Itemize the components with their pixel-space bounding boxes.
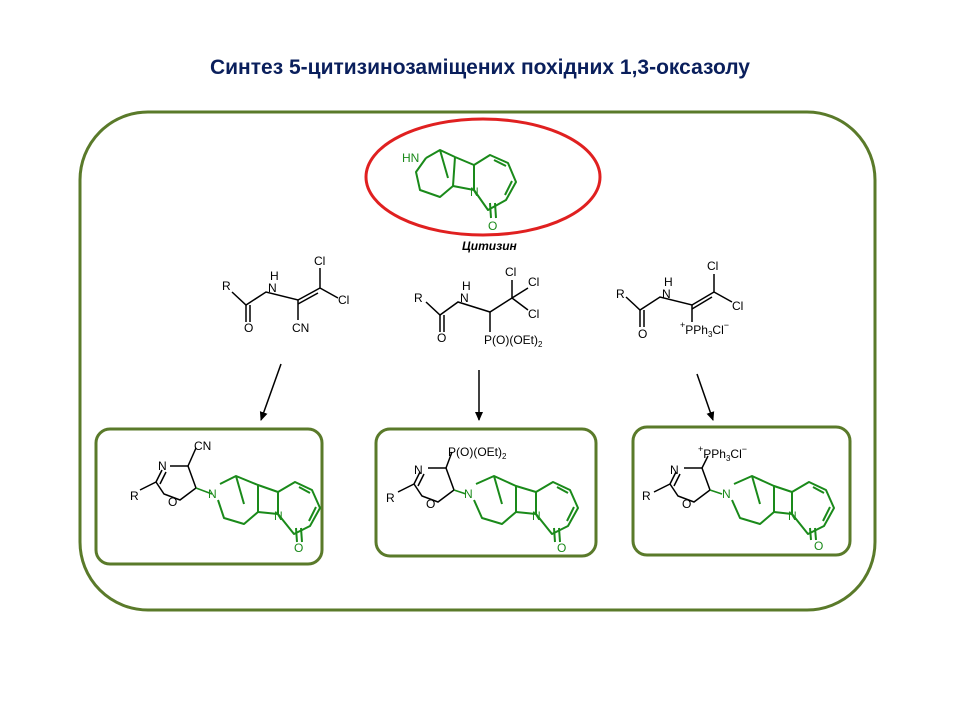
reagent-3: R H N O Cl Cl +PPh3Cl− <box>616 259 743 341</box>
product-3-r: R <box>642 489 651 503</box>
reagent-2-r: R <box>414 291 423 305</box>
product-3: R N O +PPh3Cl− N N O <box>642 444 835 553</box>
reagent-3-cl2: Cl <box>732 299 743 313</box>
cytisine-highlight-ellipse <box>364 117 602 237</box>
reagent-1-cn: CN <box>292 321 309 335</box>
reagent-2-cl1: Cl <box>505 265 516 279</box>
product-3-frame <box>631 425 852 557</box>
cytisine-n-label: N <box>470 185 479 199</box>
product-1-ring-o: O <box>168 495 177 509</box>
product-3-lactam-o: O <box>814 539 823 553</box>
product-2-ring-n: N <box>414 463 423 477</box>
reagent-2-h: H <box>462 279 471 293</box>
product-1-cn: CN <box>194 439 211 453</box>
cytisine-nh-label: HN <box>402 151 419 165</box>
product-3-amine-n: N <box>722 487 731 501</box>
reaction-arrow-3 <box>696 373 715 421</box>
product-1-ring-n: N <box>158 459 167 473</box>
product-2-amine-n: N <box>464 487 473 501</box>
outer-frame <box>78 110 877 612</box>
product-2: R N O P(O)(OEt)2 N N O <box>386 445 579 555</box>
reagent-1-h: H <box>270 269 279 283</box>
product-3-substituent: +PPh3Cl− <box>698 444 747 463</box>
product-1: R N O CN N N O <box>130 439 321 555</box>
diagram-title: Синтез 5-цитизинозаміщених похідних 1,3-… <box>209 56 750 79</box>
product-3-ring-n: N <box>670 463 679 477</box>
reagent-3-substituent: +PPh3Cl− <box>680 320 729 339</box>
product-1-r: R <box>130 489 139 503</box>
reagent-1-n: N <box>268 281 277 295</box>
reagent-1-cl2: Cl <box>338 293 349 307</box>
reaction-arrow-1 <box>259 363 282 421</box>
reagent-2: R H N O Cl Cl Cl P(O)(OEt)2 <box>414 265 543 349</box>
product-1-lactam-n: N <box>274 509 283 523</box>
reagent-3-o: O <box>638 327 647 341</box>
reagent-1-o: O <box>244 321 253 335</box>
product-3-lactam-n: N <box>788 509 797 523</box>
product-2-frame <box>374 427 598 558</box>
reagent-2-cl2: Cl <box>528 275 539 289</box>
product-3-ring-o: O <box>682 497 691 511</box>
reagent-1-cl1: Cl <box>314 254 325 268</box>
product-1-amine-n: N <box>208 487 217 501</box>
reagent-2-o: O <box>437 331 446 345</box>
reagent-3-r: R <box>616 287 625 301</box>
product-2-substituent: P(O)(OEt)2 <box>448 445 507 461</box>
reagent-1-r: R <box>222 279 231 293</box>
product-2-lactam-n: N <box>532 509 541 523</box>
cytisine-caption: Цитизин <box>462 239 518 253</box>
reagent-1: R H N O Cl Cl CN <box>222 254 349 335</box>
cytisine-o-label: O <box>488 219 497 233</box>
reagent-2-cl3: Cl <box>528 307 539 321</box>
product-2-lactam-o: O <box>557 541 566 555</box>
reagent-2-n: N <box>460 291 469 305</box>
reagent-3-h: H <box>664 275 673 289</box>
reagent-3-cl1: Cl <box>707 259 718 273</box>
reagent-3-n: N <box>662 287 671 301</box>
reagent-2-substituent: P(O)(OEt)2 <box>484 333 543 349</box>
product-1-lactam-o: O <box>294 541 303 555</box>
product-2-ring-o: O <box>426 497 435 511</box>
product-1-frame <box>94 427 324 566</box>
cytisine-structure: HN N O Цитизин <box>364 117 602 253</box>
product-2-r: R <box>386 491 395 505</box>
